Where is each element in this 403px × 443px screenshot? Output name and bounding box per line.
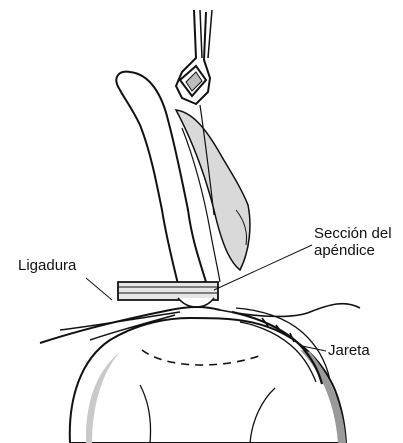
label-jareta: Jareta — [328, 342, 370, 359]
label-seccion-line1: Sección del — [314, 225, 392, 242]
label-jareta-text: Jareta — [328, 342, 370, 359]
label-ligadura: Ligadura — [18, 257, 76, 274]
cecum — [70, 318, 346, 443]
label-ligadura-text: Ligadura — [18, 257, 76, 274]
ligature-band — [118, 282, 218, 307]
appendix — [116, 72, 250, 284]
label-seccion-apendice: Sección del apéndice — [314, 225, 392, 259]
clamp — [176, 10, 212, 104]
label-seccion-line2: apéndice — [314, 242, 392, 259]
